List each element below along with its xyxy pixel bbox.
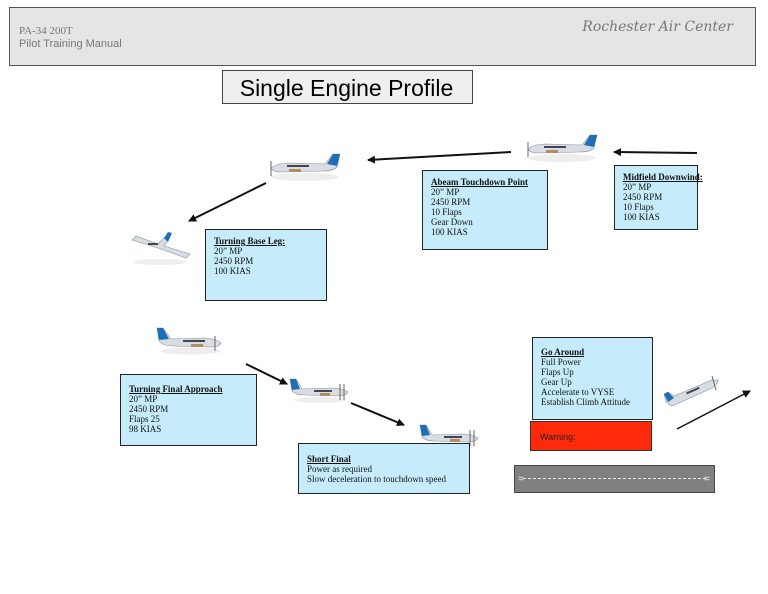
runway-threshold-right: = [704, 474, 710, 485]
step-short-final: Short Final Power as required Slow decel… [298, 443, 470, 494]
runway-centerline [523, 478, 706, 479]
step-line: Flaps Up [541, 367, 574, 377]
step-line: 10 Flaps [431, 207, 462, 217]
page-title-text: Single Engine Profile [239, 75, 454, 101]
arrow-to-abeam [367, 151, 512, 164]
step-line: Power as required [307, 464, 372, 474]
step-line: 2450 RPM [623, 192, 663, 202]
step-go-around: Go Around Full Power Flaps Up Gear Up Ac… [532, 337, 653, 420]
runway: = = [514, 465, 715, 493]
step-line: Gear Up [541, 377, 572, 387]
arrow-go-around [676, 390, 751, 430]
step-line: 10 Flaps [623, 202, 654, 212]
arrow-to-short-final [350, 402, 405, 427]
aircraft-icon [663, 375, 719, 407]
step-abeam-touchdown: Abeam Touchdown Point 20” MP 2450 RPM 10… [422, 170, 548, 250]
step-line: Gear Down [431, 217, 473, 227]
step-line: Accelerate to VYSE [541, 387, 615, 397]
step-line: 100 KIAS [431, 227, 468, 237]
warning-label: Warning: [540, 432, 576, 442]
step-line: 2450 RPM [431, 197, 471, 207]
step-heading: Go Around [541, 347, 585, 357]
step-line: Establish Climb Attitude [541, 397, 631, 407]
step-line: 98 KIAS [129, 424, 162, 434]
manual-title: Pilot Training Manual [19, 38, 122, 50]
step-line: Flaps 25 [129, 414, 160, 424]
aircraft-model: PA-34 200T [19, 25, 73, 37]
aircraft-icon [527, 134, 598, 162]
step-line: 20” MP [431, 187, 460, 197]
arrow-to-final [245, 363, 288, 385]
step-line: 20” MP [129, 394, 158, 404]
warning-box: Warning: [530, 421, 652, 451]
document-header: PA-34 200T Pilot Training Manual Rochest… [9, 7, 756, 66]
aircraft-icon [156, 327, 222, 355]
step-midfield-downwind: Midfield Downwind: 20” MP 2450 RPM 10 Fl… [614, 165, 703, 230]
organization-name: Rochester Air Center [582, 19, 733, 35]
step-line: 100 KIAS [214, 266, 251, 276]
step-line: Slow deceleration to touchdown speed [307, 474, 446, 484]
step-heading: Abeam Touchdown Point [431, 177, 529, 187]
arrow-downwind [613, 148, 698, 157]
step-line: 20” MP [214, 246, 243, 256]
step-turning-final: Turning Final Approach 20” MP 2450 RPM F… [120, 374, 257, 446]
step-heading: Turning Final Approach [129, 384, 223, 394]
step-line: Full Power [541, 357, 581, 367]
runway-threshold-left: = [518, 474, 524, 485]
step-line: 2450 RPM [129, 404, 169, 414]
aircraft-icon [270, 153, 341, 181]
aircraft-icon [289, 378, 349, 403]
step-line: 100 KIAS [623, 212, 660, 222]
step-heading: Short Final [307, 454, 351, 464]
step-heading: Midfield Downwind: [623, 172, 703, 182]
step-turning-base: Turning Base Leg: 20” MP 2450 RPM 100 KI… [205, 229, 327, 301]
arrow-to-base [188, 182, 267, 222]
step-line: 2450 RPM [214, 256, 254, 266]
step-heading: Turning Base Leg: [214, 236, 286, 246]
step-line: 20” MP [623, 182, 652, 192]
page-title: Single Engine Profile [222, 70, 473, 104]
aircraft-icon [131, 232, 191, 265]
